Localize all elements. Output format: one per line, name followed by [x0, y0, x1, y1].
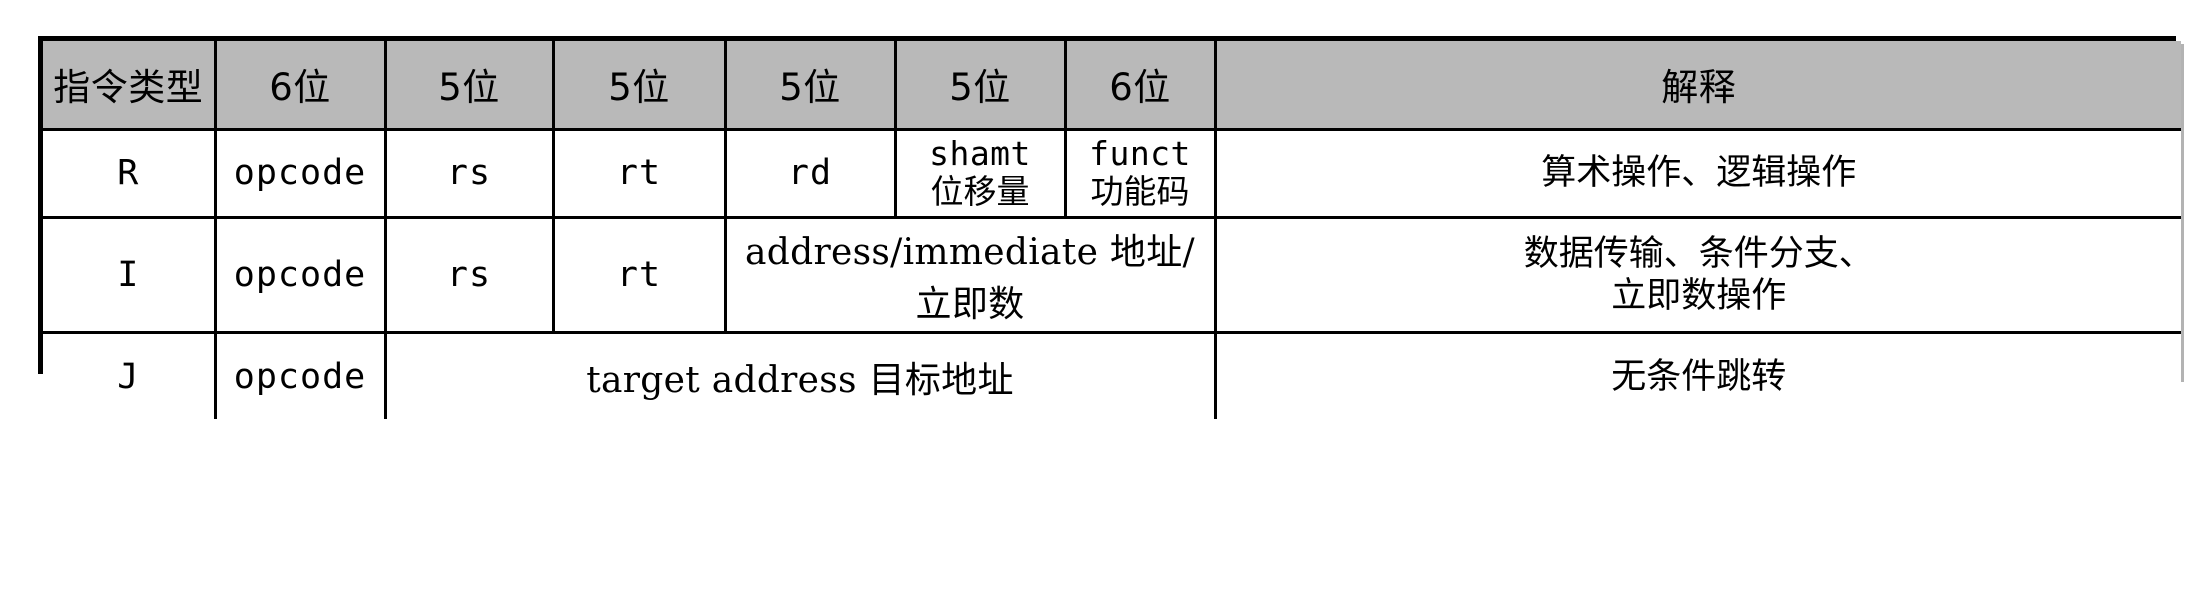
instruction-format-table: 指令类型 6位 5位 5位 5位 5位 6位 解释 R opcode rs rt…	[43, 41, 2181, 419]
header-cell-bits-2: 5位	[383, 41, 555, 131]
cell-r-shamt-zh: 位移量	[930, 172, 1030, 212]
cell-r-opcode: opcode	[213, 127, 387, 220]
header-cell-bits-5: 5位	[893, 41, 1067, 131]
cell-r-type: R	[43, 127, 217, 220]
cell-j-opcode: opcode	[213, 331, 387, 419]
table-body: R opcode rs rt rd shamt 位移量 funct 功能码 算术…	[43, 127, 2181, 419]
header-cell-instruction-type: 指令类型	[43, 41, 217, 131]
header-cell-explanation: 解释	[1213, 41, 2181, 131]
cell-i-opcode: opcode	[213, 216, 387, 335]
header-cell-bits-1: 6位	[213, 41, 387, 131]
table-row-i-type: I opcode rs rt address/immediate 地址/立即数 …	[43, 216, 2181, 335]
cell-i-rs: rs	[383, 216, 555, 335]
cell-r-shamt: shamt 位移量	[893, 127, 1067, 220]
header-cell-bits-6: 6位	[1063, 41, 1217, 131]
cell-j-target-address: target address 目标地址	[383, 331, 1217, 419]
header-cell-bits-4: 5位	[723, 41, 897, 131]
table-header: 指令类型 6位 5位 5位 5位 5位 6位 解释	[43, 41, 2181, 131]
cell-i-type: I	[43, 216, 217, 335]
table-row-r-type: R opcode rs rt rd shamt 位移量 funct 功能码 算术…	[43, 127, 2181, 220]
cell-i-explanation-line2: 立即数操作	[1611, 276, 1787, 317]
cell-r-explanation: 算术操作、逻辑操作	[1213, 127, 2181, 220]
cell-r-funct: funct 功能码	[1063, 127, 1217, 220]
cell-j-explanation-line1: 无条件跳转	[1611, 356, 1787, 397]
cell-j-explanation: 无条件跳转	[1213, 331, 2181, 419]
mips-instruction-format-table: 指令类型 6位 5位 5位 5位 5位 6位 解释 R opcode rs rt…	[38, 36, 2181, 419]
cell-i-explanation-line1: 数据传输、条件分支、	[1523, 234, 1874, 275]
cell-i-rt: rt	[551, 216, 727, 335]
cell-r-funct-zh: 功能码	[1090, 172, 1190, 212]
cell-r-rt: rt	[551, 127, 727, 220]
header-cell-bits-3: 5位	[551, 41, 727, 131]
table-row-j-type: J opcode target address 目标地址 无条件跳转	[43, 331, 2181, 419]
cell-r-rs: rs	[383, 127, 555, 220]
cell-i-explanation: 数据传输、条件分支、 立即数操作	[1213, 216, 2181, 335]
cell-r-rd: rd	[723, 127, 897, 220]
header-row: 指令类型 6位 5位 5位 5位 5位 6位 解释	[43, 41, 2181, 131]
cell-r-shamt-en: shamt	[929, 133, 1031, 173]
cell-r-funct-en: funct	[1089, 133, 1191, 173]
cell-r-explanation-line1: 算术操作、逻辑操作	[1541, 153, 1857, 194]
cell-i-immediate: address/immediate 地址/立即数	[723, 216, 1217, 335]
cell-j-type: J	[43, 331, 217, 419]
